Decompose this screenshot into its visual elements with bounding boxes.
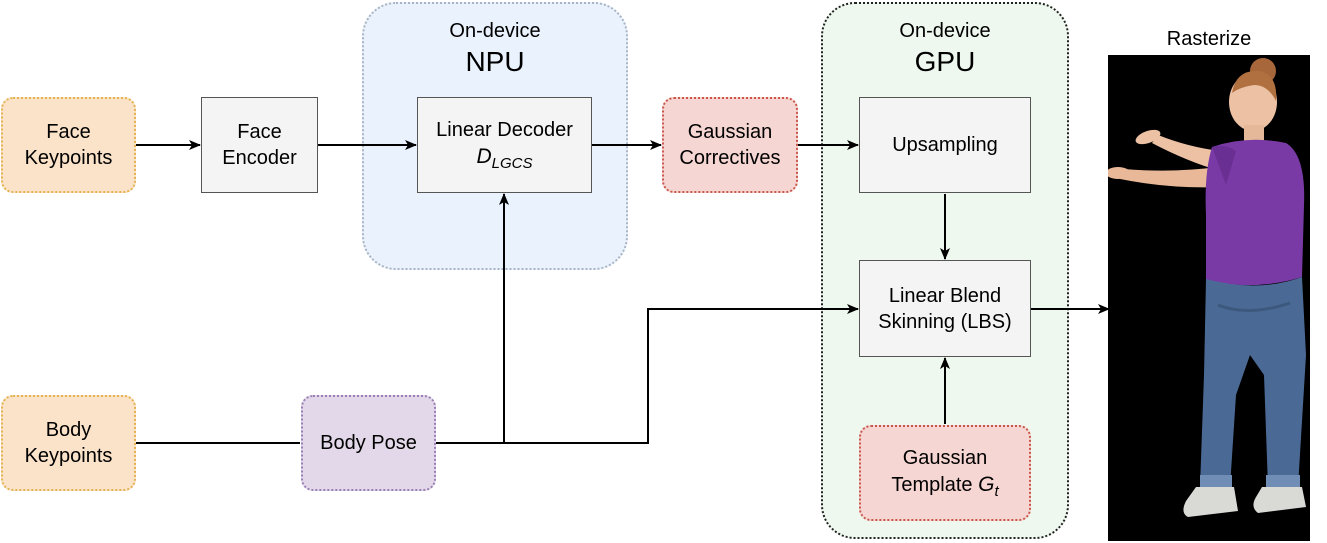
body-pose-label: Body Pose <box>320 432 417 454</box>
face-keypoints-line1: Face <box>46 121 91 143</box>
body-keypoints-line2: Keypoints <box>24 445 113 467</box>
gaussian-template-line1: Gaussian <box>902 446 988 469</box>
npu-group-title: NPU <box>465 46 525 77</box>
gaussian-template-node: Gaussian Template Gt <box>859 425 1031 521</box>
lbs-line1: Linear Blend <box>888 284 1002 307</box>
gpu-group-subtitle: On-device <box>899 20 991 42</box>
gaussian-template-subscript: t <box>994 482 999 500</box>
linear-decoder-subscript: LGCS <box>491 154 533 172</box>
face-encoder-line1: Face <box>237 121 282 143</box>
body-keypoints-line1: Body <box>45 419 92 441</box>
linear-decoder-label: Linear Decoder <box>436 118 573 141</box>
rasterize-label: Rasterize <box>1166 28 1252 50</box>
gaussian-template-line2: Template <box>891 473 979 496</box>
lbs-line2: Skinning (LBS) <box>878 310 1012 333</box>
face-encoder-line2: Encoder <box>222 147 297 169</box>
rasterized-avatar-image <box>1108 55 1310 541</box>
linear-decoder-node: Linear Decoder DLGCS <box>417 97 592 193</box>
gaussian-correctives-line2: Correctives <box>679 147 781 169</box>
linear-decoder-symbol: DLGCS <box>476 144 533 172</box>
gaussian-template-symbol: Gt <box>978 472 999 500</box>
body-pose-node: Body Pose <box>301 395 436 491</box>
face-keypoints-line2: Keypoints <box>24 147 113 169</box>
upsampling-label: Upsampling <box>892 134 998 156</box>
upsampling-node: Upsampling <box>859 97 1031 193</box>
gaussian-correctives-line1: Gaussian <box>687 121 773 143</box>
npu-group-subtitle: On-device <box>449 20 541 42</box>
avatar-figure-icon <box>1108 58 1306 517</box>
edge-pose-to-lbs <box>436 304 859 444</box>
gpu-group-title: GPU <box>914 46 976 77</box>
